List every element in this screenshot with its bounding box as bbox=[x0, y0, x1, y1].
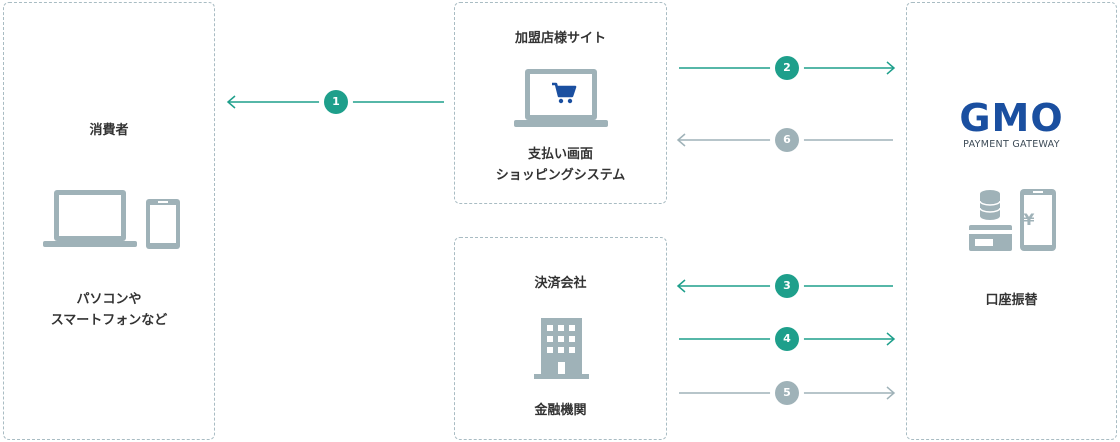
bank-card-icon bbox=[969, 225, 1012, 251]
arrow-step-4 bbox=[679, 322, 896, 356]
merchant-system-text: 支払い画面 ショッピングシステム bbox=[495, 147, 626, 183]
phone-yen-icon bbox=[1020, 189, 1056, 251]
step-number-1: 1 bbox=[332, 95, 340, 108]
bank-text: 金融機関 bbox=[534, 403, 587, 418]
yen-symbol: ¥ bbox=[1023, 210, 1035, 229]
arrow-step-1 bbox=[226, 85, 444, 119]
step-number-6: 6 bbox=[783, 133, 791, 146]
arrow-step-5 bbox=[679, 376, 896, 410]
cart-icon bbox=[552, 82, 577, 104]
step-number-2: 2 bbox=[783, 61, 791, 74]
coins-icon bbox=[979, 190, 1001, 220]
arrow-step-6 bbox=[676, 123, 893, 157]
gmo-panel: GMO PAYMENT GATEWAY ¥ 口座振替 bbox=[906, 2, 1117, 440]
consumer-panel: 消費者 パソコンや スマートフォンなど bbox=[3, 2, 215, 440]
step-number-5: 5 bbox=[783, 386, 791, 399]
step-number-3: 3 bbox=[783, 279, 791, 292]
account-transfer-icon bbox=[969, 189, 1056, 251]
consumer-device-text: パソコンや スマートフォンなど bbox=[50, 292, 168, 328]
laptop-cart-icon bbox=[514, 69, 608, 127]
settlement-title: 決済会社 bbox=[534, 276, 587, 291]
merchant-title: 加盟店様サイト bbox=[514, 31, 606, 46]
consumer-title: 消費者 bbox=[89, 123, 129, 138]
gmo-subtitle: PAYMENT GATEWAY bbox=[963, 139, 1060, 150]
step-number-4: 4 bbox=[783, 332, 791, 345]
gmo-logo: GMO bbox=[959, 96, 1064, 140]
building-icon bbox=[534, 318, 589, 379]
gmo-caption: 口座振替 bbox=[985, 293, 1038, 308]
settlement-panel: 決済会社 金融機関 bbox=[454, 237, 667, 440]
arrow-step-3 bbox=[676, 269, 893, 303]
merchant-panel: 加盟店様サイト 支払い画面 ショッピングシステム bbox=[454, 2, 667, 204]
laptop-and-phone-icon bbox=[43, 190, 180, 249]
arrow-step-2 bbox=[679, 51, 896, 85]
